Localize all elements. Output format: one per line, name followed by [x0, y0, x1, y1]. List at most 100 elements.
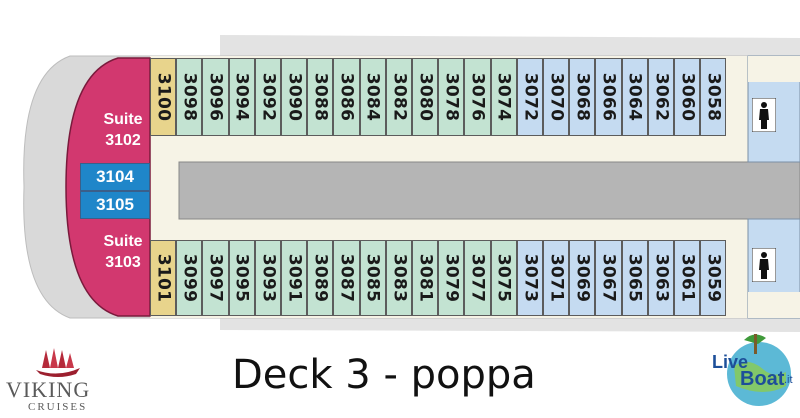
suite-number: 3103	[105, 254, 141, 271]
cabin-number: 3061	[677, 253, 698, 303]
cabin-number: 3078	[441, 72, 462, 122]
cabin-number: 3092	[257, 72, 278, 122]
cabin-number: 3066	[598, 72, 619, 122]
cabin-3089[interactable]: 3089	[307, 240, 334, 316]
cabin-3098[interactable]: 3098	[176, 58, 203, 136]
suite-3103[interactable]: Suite 3103	[92, 226, 154, 278]
cabin-3096[interactable]: 3096	[202, 58, 229, 136]
cabin-number: 3091	[284, 253, 305, 303]
cabin-number: 3100	[153, 72, 174, 122]
brand-name: VIKING	[6, 377, 91, 402]
cabin-3067[interactable]: 3067	[595, 240, 622, 316]
suite-label: Suite	[103, 111, 143, 128]
cabin-3075[interactable]: 3075	[490, 240, 517, 316]
cabin-3069[interactable]: 3069	[569, 240, 596, 316]
cabin-3097[interactable]: 3097	[202, 240, 229, 316]
cabin-number: 3059	[703, 253, 724, 303]
cabin-3064[interactable]: 3064	[621, 58, 648, 136]
cabin-number: 3065	[624, 253, 645, 303]
cabin-number: 3083	[388, 253, 409, 303]
cabin-3104[interactable]: 3104	[80, 163, 150, 191]
cabin-number: 3058	[703, 72, 724, 122]
cabin-3085[interactable]: 3085	[359, 240, 386, 316]
cabin-3090[interactable]: 3090	[281, 58, 308, 136]
cabin-number: 3101	[153, 253, 174, 303]
cabin-number: 3094	[231, 72, 252, 122]
cabin-3095[interactable]: 3095	[228, 240, 255, 316]
cabin-3079[interactable]: 3079	[438, 240, 465, 316]
cabin-3070[interactable]: 3070	[543, 58, 570, 136]
viking-longship-logo	[36, 348, 80, 377]
cabin-3083[interactable]: 3083	[385, 240, 412, 316]
cabin-number: 3096	[205, 72, 226, 122]
cabin-3087[interactable]: 3087	[333, 240, 360, 316]
cabin-3093[interactable]: 3093	[254, 240, 281, 316]
cabin-number: 3093	[257, 253, 278, 303]
cabin-3091[interactable]: 3091	[281, 240, 308, 316]
cabin-3092[interactable]: 3092	[254, 58, 281, 136]
cabin-3084[interactable]: 3084	[359, 58, 386, 136]
cabin-3100[interactable]: 3100	[150, 58, 177, 136]
cabin-3068[interactable]: 3068	[569, 58, 596, 136]
cabin-number: 3082	[388, 72, 409, 122]
cabin-3086[interactable]: 3086	[333, 58, 360, 136]
cabin-3080[interactable]: 3080	[412, 58, 439, 136]
atrium	[178, 161, 800, 220]
cabin-number: 3074	[493, 72, 514, 122]
cabin-number: 3081	[415, 253, 436, 303]
aft-service-white-bottom	[748, 292, 800, 318]
cabin-3062[interactable]: 3062	[647, 58, 674, 136]
cabin-number: 3085	[362, 253, 383, 303]
cabin-3073[interactable]: 3073	[516, 240, 543, 316]
liveboat-globe-logo	[727, 334, 791, 406]
cabin-number: 3076	[467, 72, 488, 122]
cabin-number: 3086	[336, 72, 357, 122]
cabin-3078[interactable]: 3078	[438, 58, 465, 136]
cabin-3099[interactable]: 3099	[176, 240, 203, 316]
cabin-3082[interactable]: 3082	[385, 58, 412, 136]
cabin-number: 3071	[546, 253, 567, 303]
cabin-number: 3062	[650, 72, 671, 122]
cabin-number: 3084	[362, 72, 383, 122]
cabin-3094[interactable]: 3094	[228, 58, 255, 136]
cabin-number: 3077	[467, 253, 488, 303]
cabin-3058[interactable]: 3058	[700, 58, 727, 136]
watermark-boat: Boat	[740, 368, 785, 390]
cabin-3105[interactable]: 3105	[80, 191, 150, 219]
cabin-number: 3089	[310, 253, 331, 303]
suite-3102[interactable]: Suite 3102	[92, 104, 154, 156]
cabin-3066[interactable]: 3066	[595, 58, 622, 136]
cabin-3076[interactable]: 3076	[464, 58, 491, 136]
cabin-3065[interactable]: 3065	[621, 240, 648, 316]
restroom-icon	[752, 248, 776, 282]
cabin-number: 3075	[493, 253, 514, 303]
cabin-3059[interactable]: 3059	[700, 240, 727, 316]
cabin-3074[interactable]: 3074	[490, 58, 517, 136]
watermark-live: Live	[712, 352, 749, 372]
deck-title: Deck 3 - poppa	[232, 352, 536, 398]
suite-label: Suite	[103, 233, 143, 250]
watermark-suffix: .it	[784, 374, 793, 386]
cabin-3081[interactable]: 3081	[412, 240, 439, 316]
cabin-number: 3087	[336, 253, 357, 303]
cabin-number: 3064	[624, 72, 645, 122]
cabin-number: 3063	[650, 253, 671, 303]
restroom-icon	[752, 98, 776, 132]
cabin-3072[interactable]: 3072	[516, 58, 543, 136]
cabin-number: 3099	[179, 253, 200, 303]
aft-service-white-top	[748, 56, 800, 82]
cabin-number: 3088	[310, 72, 331, 122]
cabin-number: 3073	[519, 253, 540, 303]
cabin-3060[interactable]: 3060	[674, 58, 701, 136]
cabin-3063[interactable]: 3063	[647, 240, 674, 316]
cabin-3071[interactable]: 3071	[543, 240, 570, 316]
brand-subtitle: CRUISES	[28, 401, 88, 413]
cabin-number: 3097	[205, 253, 226, 303]
cabin-number: 3080	[415, 72, 436, 122]
cabin-3101[interactable]: 3101	[150, 240, 177, 316]
cabin-3061[interactable]: 3061	[674, 240, 701, 316]
cabin-3077[interactable]: 3077	[464, 240, 491, 316]
cabin-number: 3072	[519, 72, 540, 122]
cabin-3088[interactable]: 3088	[307, 58, 334, 136]
cabin-number: 3070	[546, 72, 567, 122]
